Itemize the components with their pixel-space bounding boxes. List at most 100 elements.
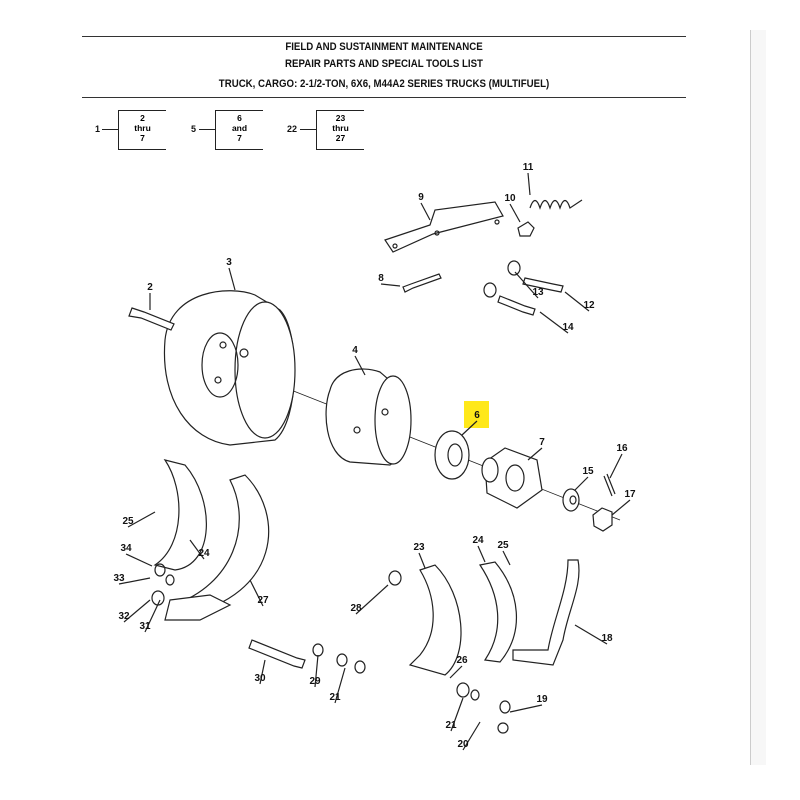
callout-23: 23 [413,542,425,553]
lever-18 [512,559,580,666]
leader-line [380,283,401,287]
washers-13 [483,260,521,298]
bolt-30 [248,639,306,669]
callout-29: 29 [309,676,321,687]
callout-25: 25 [122,516,134,527]
bracket-9 [384,201,504,253]
callout-33: 33 [113,573,125,584]
screw-8 [402,273,442,293]
callout-30: 30 [254,673,266,684]
leader-line [564,291,590,312]
leader-line [189,539,205,560]
callout-3: 3 [226,257,232,268]
header-line-3: TRUCK, CARGO: 2-1/2-TON, 6X6, M44A2 SERI… [218,78,550,90]
spindle-7 [481,447,543,509]
callout-21: 21 [329,692,341,703]
leader-line [539,311,569,334]
callout-13: 13 [532,287,544,298]
callout-2: 2 [147,282,153,293]
lining-24-left [153,459,207,571]
leader-line [314,654,319,688]
leader-line [144,599,161,633]
nut-17 [592,507,613,532]
callout-7: 7 [539,437,545,448]
screw-14 [497,295,536,316]
leader-line [611,499,631,516]
callout-9: 9 [418,192,424,203]
group-ref: 22 [287,124,298,134]
header-line-1: FIELD AND SUSTAINMENT MAINTENANCE [285,41,483,53]
hub [325,368,412,466]
washer-15 [562,488,580,512]
callout-18: 18 [601,633,613,644]
callout-31: 31 [139,621,151,632]
screw-12 [522,277,564,293]
callout-4: 4 [352,345,358,356]
leader-line [418,552,426,569]
spring-11 [529,199,583,210]
nut-10 [517,221,535,237]
leader-line [118,577,151,585]
callout-12: 12 [583,300,595,311]
leader-line [355,584,389,615]
leader-line [502,550,511,566]
callout-24: 24 [472,535,484,546]
brake-shoe-27 [164,474,270,621]
cotter-pin-16 [603,473,616,497]
callout-16: 16 [616,443,628,454]
leader-line [462,721,481,751]
leader-line [527,172,531,196]
leader-line [527,447,543,461]
bolt-2 [128,307,175,331]
callout-27: 27 [257,595,269,606]
callout-21: 21 [445,720,457,731]
leader-line [461,420,478,436]
top-rule [82,36,686,37]
leader-line [449,665,463,679]
group-ref: 1 [95,124,101,134]
leader-line [334,667,346,704]
callout-20: 20 [457,739,469,750]
header-bottom-rule [82,97,686,98]
leader-line [509,704,543,713]
scrollbar[interactable] [750,30,766,765]
callout-17: 17 [624,489,636,500]
leader-line [354,355,366,376]
callout-34: 34 [120,543,132,554]
brake-shoe-23 [408,564,462,676]
leader-line [574,476,589,491]
callout-11: 11 [523,162,534,173]
leader-line [127,511,156,528]
leader-line [609,453,623,479]
lining-24-right [479,561,518,663]
callout-10: 10 [504,193,516,204]
callout-25: 25 [497,540,509,551]
callout-highlight [464,401,489,428]
callout-24: 24 [198,548,210,559]
leader-line [259,659,266,685]
leader-line [420,202,431,221]
group-ref: 5 [191,124,197,134]
brake-drum [163,290,296,446]
washer-6 [434,430,470,480]
callout-28: 28 [350,603,362,614]
leader-line [514,271,539,299]
callout-14: 14 [562,322,574,333]
leader-line [509,203,521,223]
callout-8: 8 [378,273,384,284]
leader-line [574,624,608,645]
leader-line [228,267,236,291]
leader-line [477,545,486,563]
leader-line [125,553,153,567]
header-line-2: REPAIR PARTS AND SPECIAL TOOLS LIST [285,58,483,70]
callout-32: 32 [118,611,130,622]
leader-line [450,697,464,732]
callout-15: 15 [582,466,594,477]
callout-19: 19 [536,694,548,705]
leader-line [249,579,264,607]
leader-line [123,599,151,623]
